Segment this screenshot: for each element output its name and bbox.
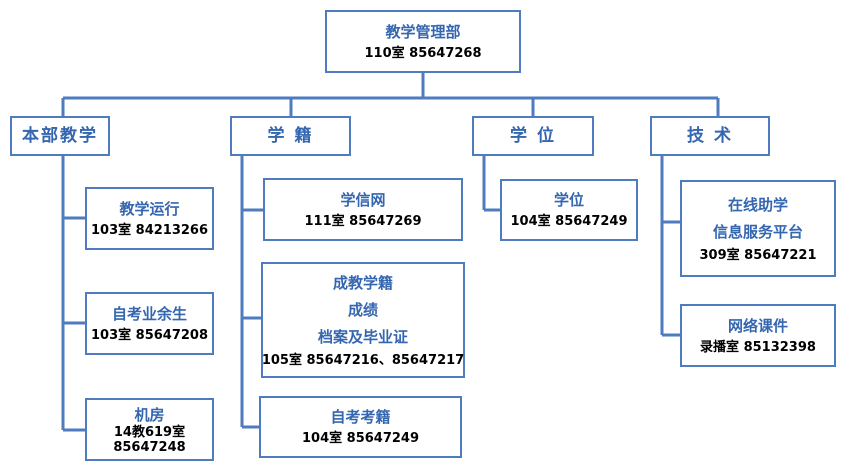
root-title: 教学管理部 — [385, 22, 461, 41]
unit-xuexinwang: 学信网 111室 85647269 — [263, 178, 463, 241]
category-xueji: 学 籍 — [230, 116, 351, 156]
unit-xuewei: 学位 104室 85647249 — [500, 179, 638, 241]
category-label: 学 籍 — [267, 126, 314, 146]
unit-info: 105室 85647216、85647217 — [261, 352, 465, 368]
category-label: 本部教学 — [22, 126, 98, 146]
category-jishu: 技 术 — [650, 116, 770, 156]
unit-wangluo: 网络课件 录播室 85132398 — [680, 304, 836, 367]
unit-info: 309室 85647221 — [699, 247, 817, 263]
unit-line2: 信息服务平台 — [712, 222, 803, 241]
unit-title: 网络课件 — [727, 316, 788, 335]
unit-chengjiao: 成教学籍 成绩 档案及毕业证 105室 85647216、85647217 — [261, 262, 465, 378]
unit-info: 111室 85647269 — [304, 213, 422, 229]
root-info: 110室 85647268 — [364, 45, 482, 61]
unit-title: 教学运行 — [119, 199, 180, 218]
unit-line1: 在线助学 — [727, 195, 788, 214]
category-label: 学 位 — [510, 126, 556, 146]
unit-title: 学信网 — [340, 190, 386, 209]
root-node-box: 教学管理部 110室 85647268 — [325, 10, 521, 73]
category-benbu: 本部教学 — [10, 116, 110, 156]
unit-info: 104室 85647249 — [510, 214, 628, 229]
unit-title: 机房 — [134, 405, 165, 424]
unit-zaixian: 在线助学 信息服务平台 309室 85647221 — [680, 180, 836, 277]
category-xuewei: 学 位 — [472, 116, 594, 156]
unit-info: 103室 84213266 — [90, 222, 209, 238]
unit-line3: 档案及毕业证 — [317, 327, 408, 346]
unit-title: 自考业余生 — [111, 304, 187, 323]
unit-line1: 成教学籍 — [332, 273, 393, 292]
unit-info: 103室 85647208 — [90, 327, 209, 343]
unit-title: 学位 — [553, 191, 584, 209]
unit-jifang: 机房 14教619室 85647248 — [85, 398, 214, 461]
unit-zikao-yusheng: 自考业余生 103室 85647208 — [85, 292, 214, 355]
unit-zikao-kaoji: 自考考籍 104室 85647249 — [259, 396, 462, 458]
unit-info: 录播室 85132398 — [700, 339, 816, 355]
category-label: 技 术 — [687, 126, 733, 146]
unit-line2: 成绩 — [347, 300, 378, 319]
unit-title: 自考考籍 — [330, 408, 391, 426]
unit-info: 104室 85647249 — [301, 431, 420, 446]
unit-jiaoxue-yunxing: 教学运行 103室 84213266 — [85, 187, 214, 250]
unit-info-line2: 85647248 — [113, 439, 186, 455]
unit-info-line1: 14教619室 — [113, 424, 186, 440]
